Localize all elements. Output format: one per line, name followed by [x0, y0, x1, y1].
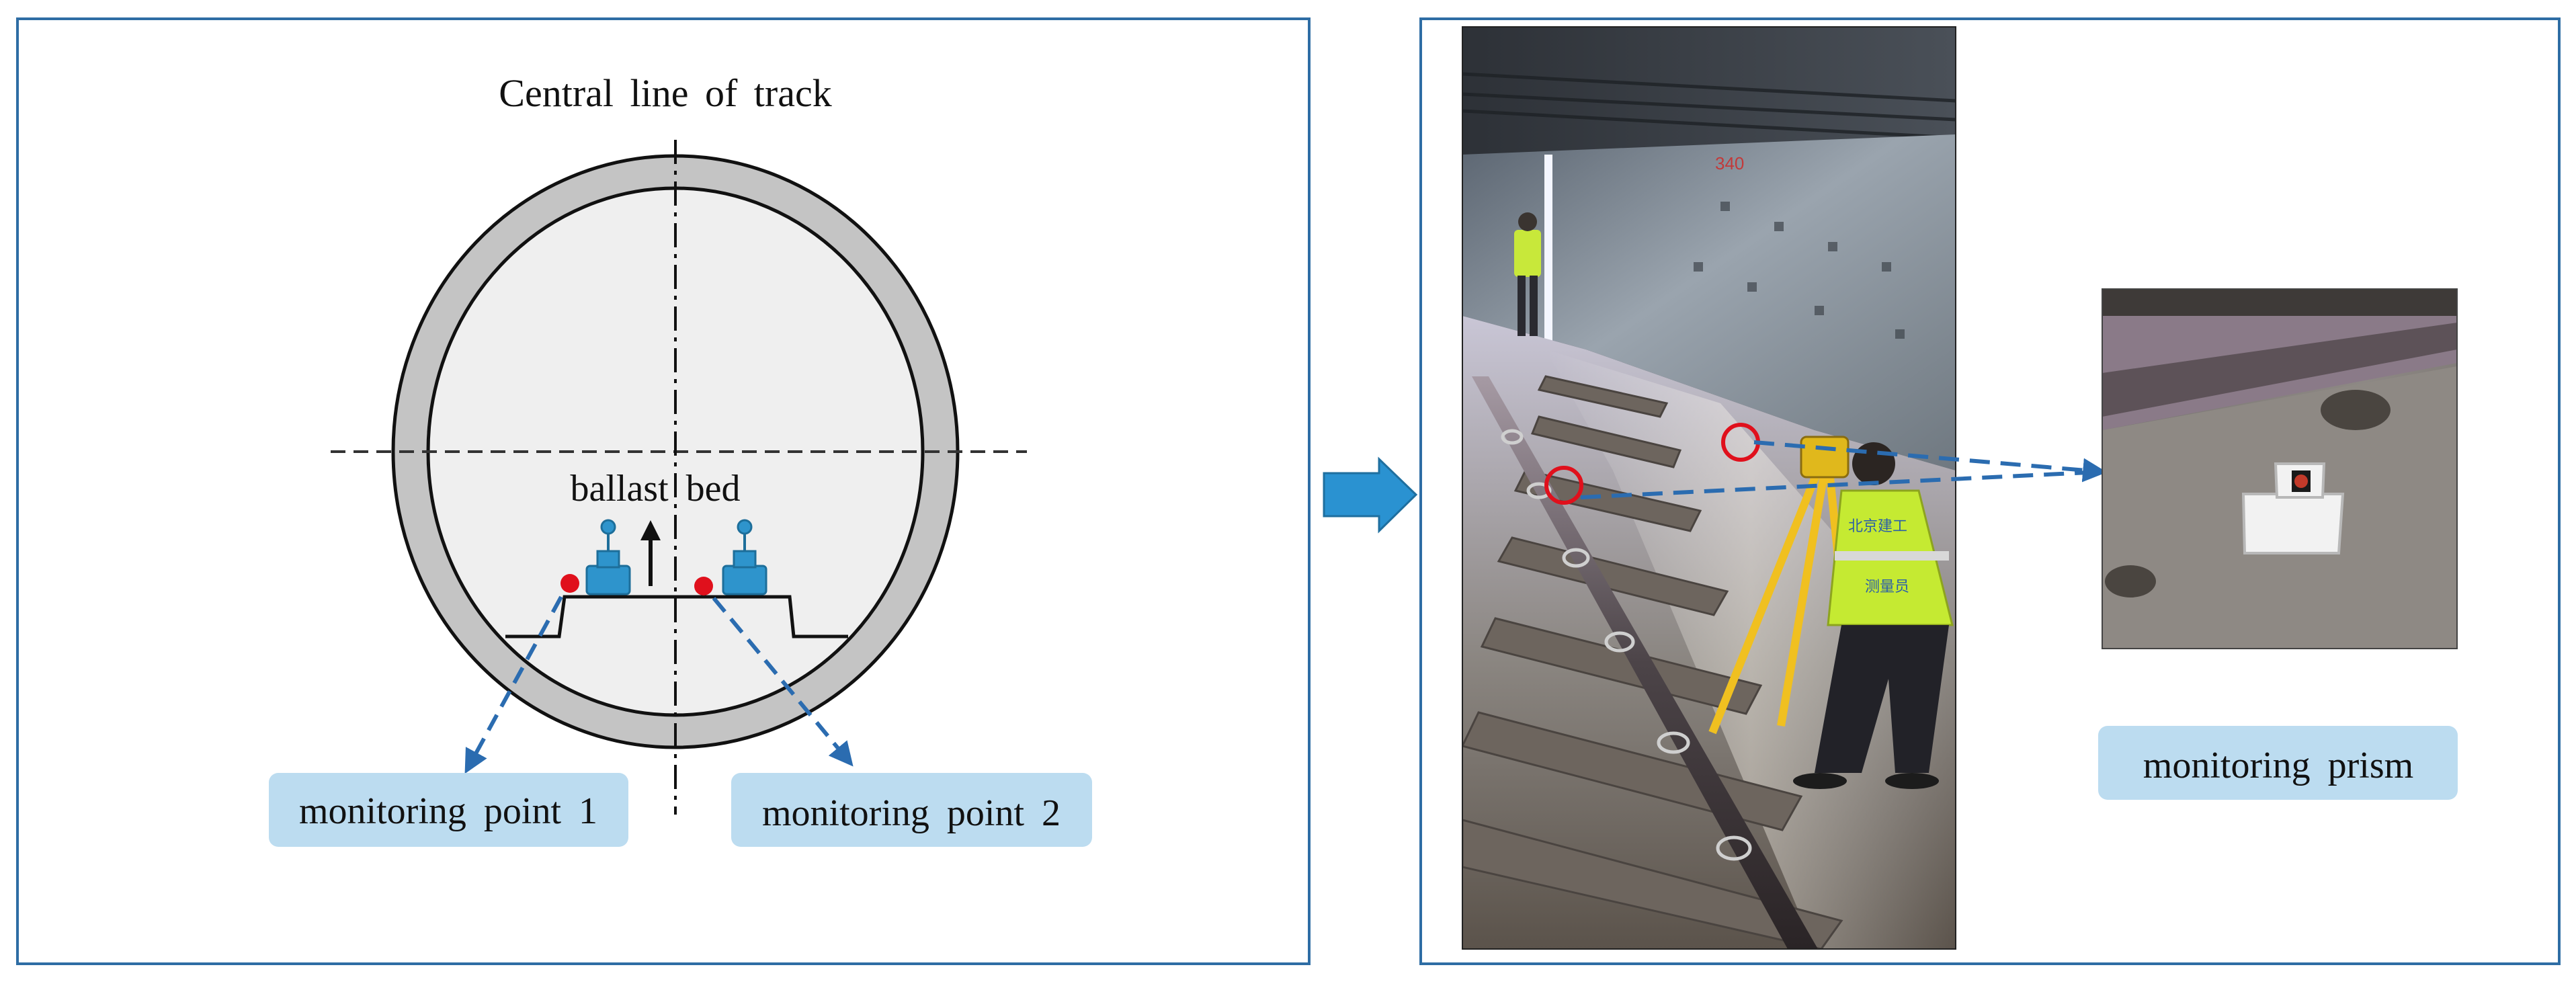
right-panel: 340: [1419, 17, 2561, 965]
monitoring-point-2-callout: monitoring point 2: [731, 773, 1092, 847]
monitoring-point-2-label: monitoring point 2: [762, 792, 1061, 834]
vest-text-bottom: 测量员: [1865, 579, 1909, 595]
ballast-bed-label: ballast bed: [570, 468, 740, 509]
site-photo: 340: [1462, 26, 1956, 950]
vest-text-top: 北京建工: [1848, 518, 1907, 535]
wall-marking: 340: [1715, 153, 1744, 173]
distant-worker: [1514, 212, 1541, 336]
monitoring-prism-callout: monitoring prism: [2098, 726, 2458, 800]
prism-closeup-photo: [2102, 288, 2458, 649]
transition-arrow-icon: [1323, 456, 1418, 534]
track-bed-profile: [505, 595, 848, 638]
left-panel: Central line of track ballast bed: [16, 17, 1311, 965]
rail-fastener-icon: [722, 519, 767, 595]
pointer-to-point-2: [712, 597, 854, 767]
rail-fastener-icon: [585, 519, 631, 595]
monitoring-point-1-callout: monitoring point 1: [269, 773, 628, 847]
prism-leader-line-1: [1753, 440, 2108, 483]
monitor-point-icon: [694, 577, 713, 595]
prism-leader-line-2: [1580, 470, 2103, 499]
prism-marker-circle: [1544, 466, 1583, 505]
pointer-to-point-1: [464, 595, 563, 774]
monitoring-prism-label: monitoring prism: [2143, 745, 2413, 786]
center-line-label: Central line of track: [499, 71, 831, 115]
surveyor-worker: 北京建工 测量员: [1708, 436, 1954, 789]
monitoring-point-1-label: monitoring point 1: [299, 790, 597, 832]
monitor-point-icon: [560, 574, 579, 593]
